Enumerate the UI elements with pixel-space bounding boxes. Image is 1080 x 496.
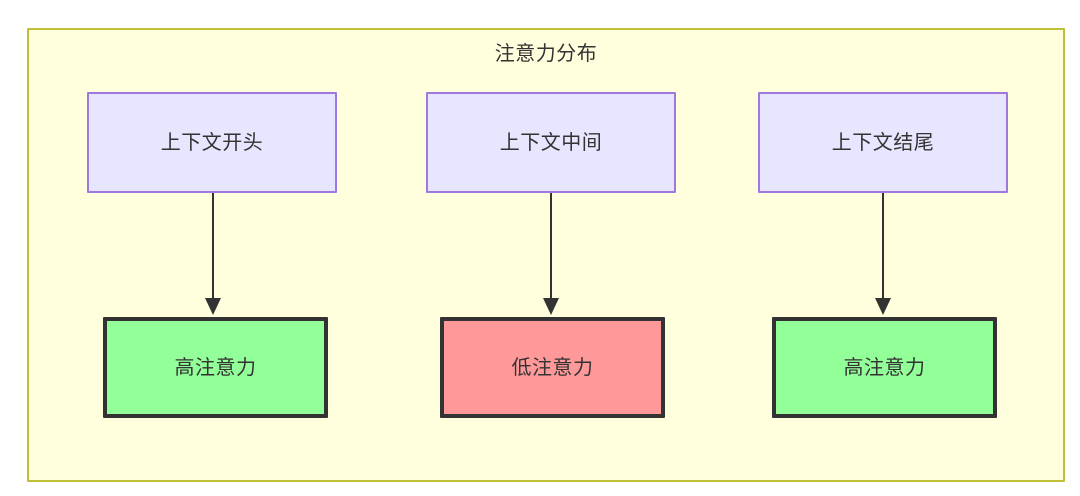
node-label: 上下文中间: [499, 131, 603, 154]
node-attn-high-start[interactable]: 高注意力: [103, 317, 328, 418]
node-ctx-start[interactable]: 上下文开头: [87, 92, 337, 193]
node-attn-high-end[interactable]: 高注意力: [772, 317, 997, 418]
node-label: 高注意力: [843, 356, 926, 379]
node-label: 高注意力: [174, 356, 257, 379]
node-attn-low-middle[interactable]: 低注意力: [440, 317, 665, 418]
node-ctx-middle[interactable]: 上下文中间: [426, 92, 676, 193]
node-label: 上下文结尾: [831, 131, 935, 154]
node-ctx-end[interactable]: 上下文结尾: [758, 92, 1008, 193]
node-label: 低注意力: [511, 356, 594, 379]
diagram-title: 注意力分布: [494, 43, 598, 65]
node-label: 上下文开头: [160, 131, 264, 154]
